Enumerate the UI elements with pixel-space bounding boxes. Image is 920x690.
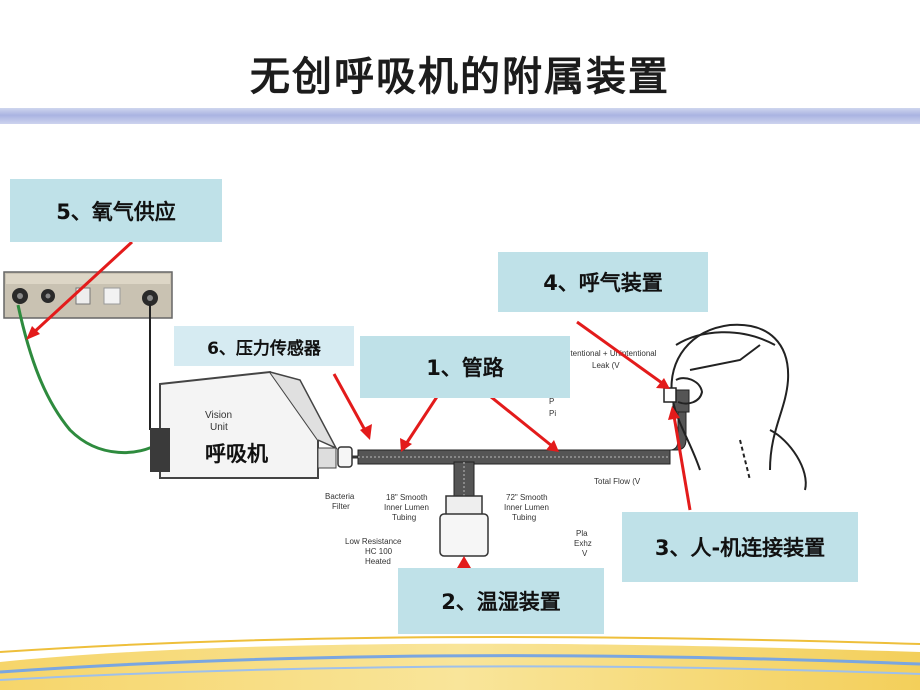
ventilator-unit: Vision Unit [150,370,338,479]
fragment-label-1: P [549,397,554,406]
tube18-label-3: Tubing [392,513,416,522]
right-label-3: V [582,549,588,558]
tube72-label-3: Tubing [512,513,536,522]
humid-label-2: HC 100 [365,547,393,556]
tube18-label-2: Inner Lumen [384,503,429,512]
callout-interface: 3、人-机连接装置 [622,512,858,582]
tube72-label-2: Inner Lumen [504,503,549,512]
humidifier: Low Resistance HC 100 Heated [345,495,489,566]
ventilator-label: 呼吸机 [205,442,268,466]
callout-oxygen-supply: 5、氧气供应 [10,179,222,242]
tube18-label-1: 18" Smooth [386,493,428,502]
humid-label-1: Low Resistance [345,537,402,546]
tube72-label-1: 72" Smooth [506,493,548,502]
slide-title: 无创呼吸机的附属装置 [250,54,670,100]
callout-pressure-sensor: 6、压力传感器 [174,326,354,366]
tubing [357,389,690,497]
title-divider [0,108,920,124]
unit-name-1: Vision [205,410,232,421]
leak-label-2: Leak (V [592,361,620,370]
filter-label-2: Filter [332,502,350,511]
callout-humidifier: 2、温湿装置 [398,568,604,634]
right-label-1: Pla [576,529,588,538]
fragment-label-2: Pi [549,409,556,418]
right-label-2: Exhz [574,539,592,548]
callout-exhalation-device: 4、呼气装置 [498,252,708,312]
filter-label-1: Bacteria [325,492,355,501]
unit-name-2: Unit [210,422,228,433]
humid-label-3: Heated [365,557,391,566]
callout-tubing: 1、管路 [360,336,570,398]
footer-decoration [0,636,920,690]
oxygen-panel [3,271,173,319]
patient-head [670,323,807,491]
leak-label-1: ntentional + Unintentional [566,349,657,358]
total-flow-label: Total Flow (V [594,477,641,486]
